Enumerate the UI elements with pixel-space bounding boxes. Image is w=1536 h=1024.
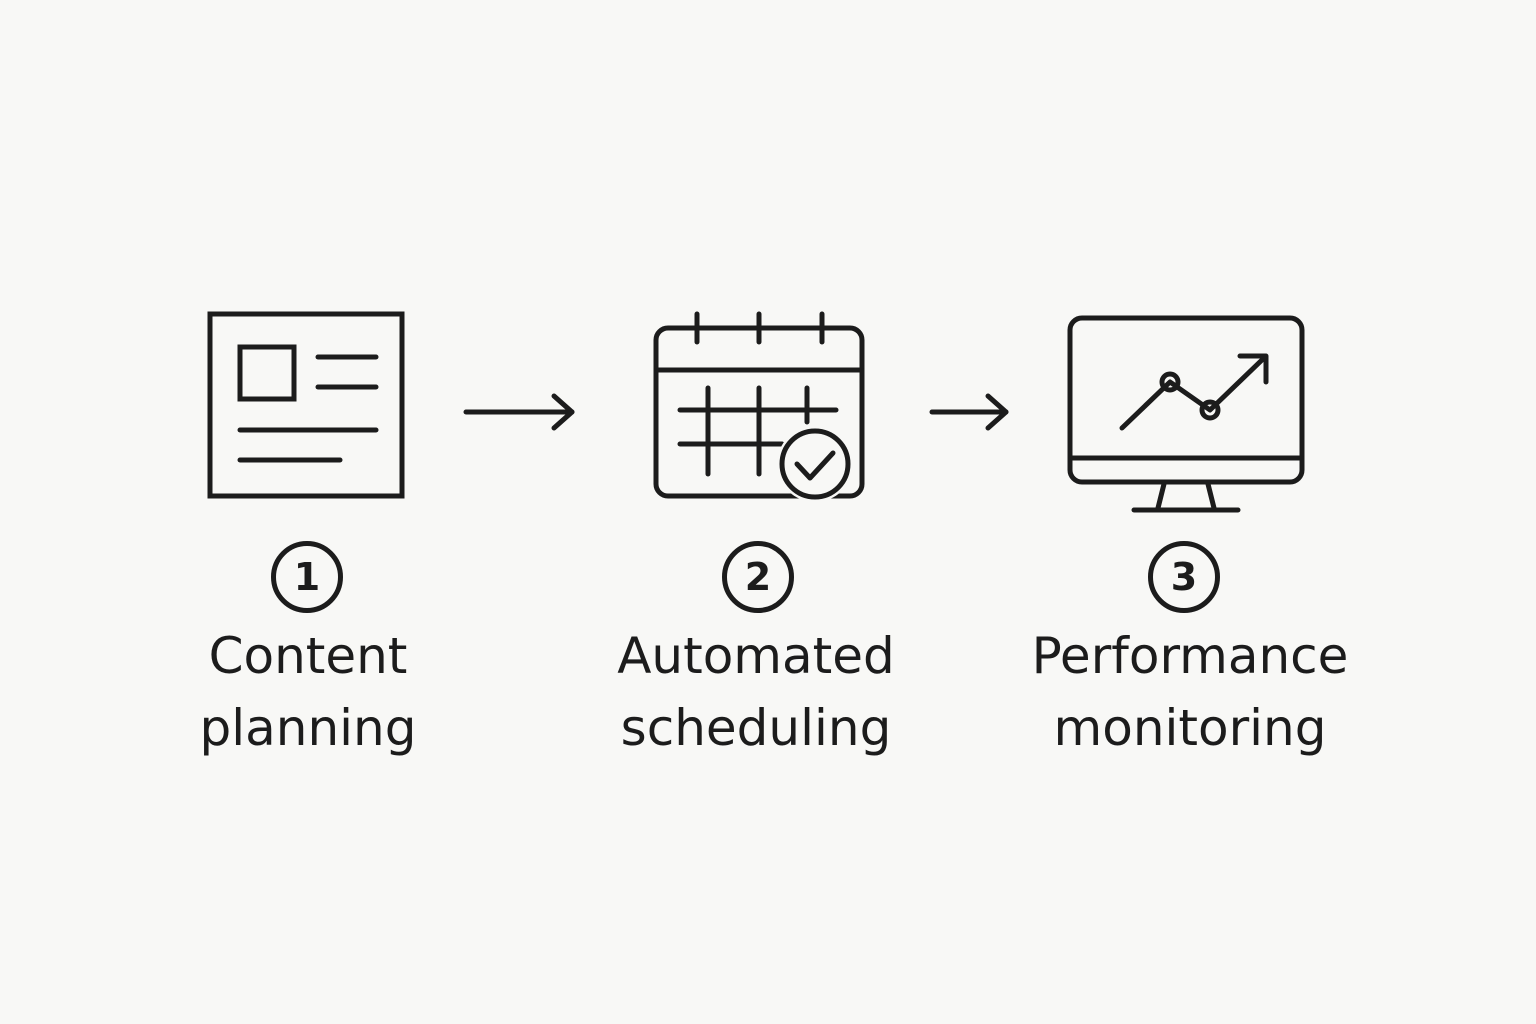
step-3-label-line1: Performance: [1031, 627, 1349, 685]
content-document-icon: [207, 311, 405, 499]
step-1-label-line2: planning: [199, 699, 417, 757]
monitor-chart-icon: [1067, 315, 1305, 513]
step-1-label: Content planning: [128, 620, 488, 764]
step-1-number: 1: [271, 541, 343, 613]
step-2-label-line1: Automated: [617, 627, 895, 685]
step-3-number: 3: [1148, 541, 1220, 613]
step-1-label-line1: Content: [208, 627, 408, 685]
step-2-label-line2: scheduling: [620, 699, 892, 757]
step-3-label-line2: monitoring: [1053, 699, 1327, 757]
step-2-label: Automated scheduling: [576, 620, 936, 764]
right-arrow-icon: [463, 393, 575, 431]
step-2-number: 2: [722, 541, 794, 613]
step-3-label: Performance monitoring: [1010, 620, 1370, 764]
calendar-check-icon: [653, 311, 865, 502]
right-arrow-icon: [929, 393, 1009, 431]
